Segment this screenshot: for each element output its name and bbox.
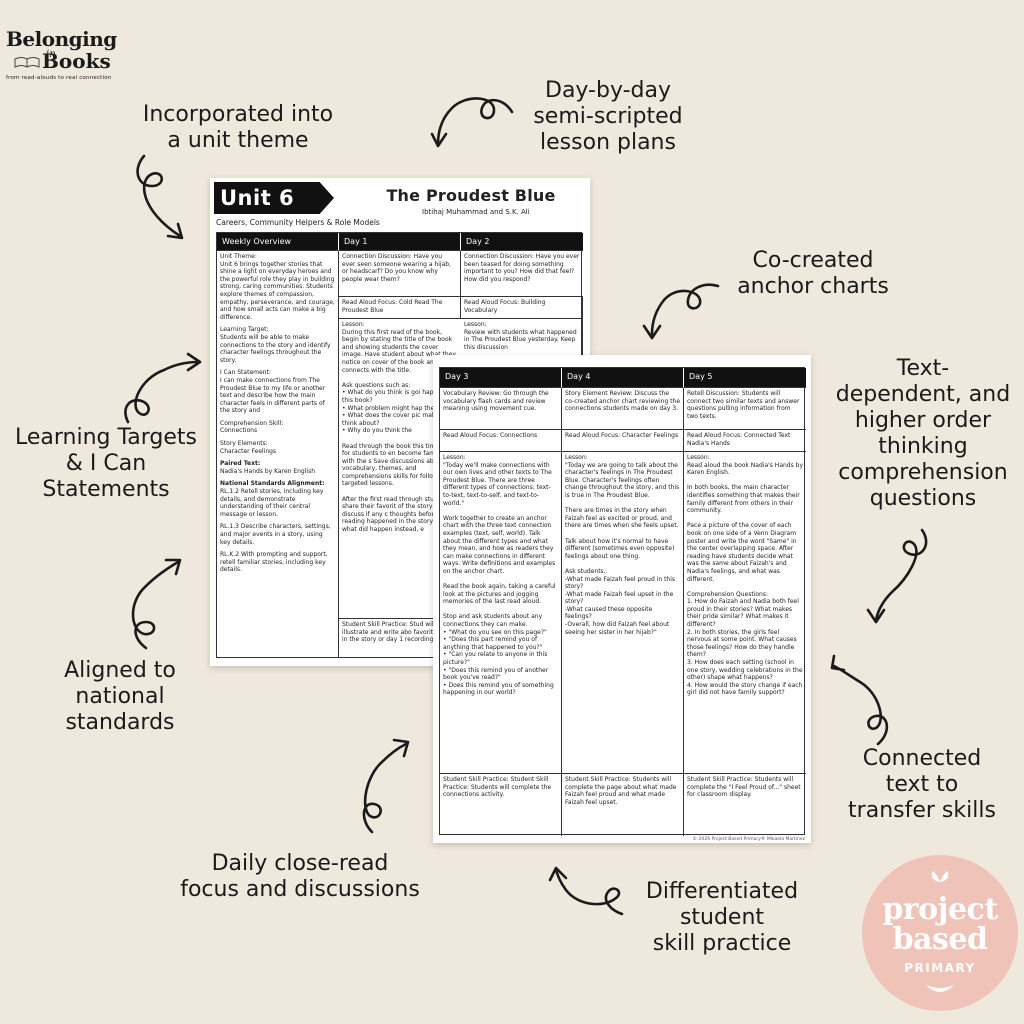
overview-label: Unit Theme:: [220, 253, 257, 260]
badge-word-based: based: [892, 922, 988, 957]
arrow-icon: [131, 558, 182, 650]
overview-text: RL.K.2 With prompting and support, retel…: [220, 551, 328, 574]
callout-learning-targets: Learning Targets & I Can Statements: [14, 425, 198, 502]
logo-tagline: from read-alouds to real connection: [6, 75, 112, 81]
overview-text: RL.1.3 Describe characters, settings, an…: [220, 523, 331, 546]
header-day-2: Day 2: [461, 233, 583, 251]
weekly-overview-column: Unit Theme:Unit 6 brings together storie…: [217, 251, 339, 657]
arrow-icon: [124, 352, 202, 424]
day1-connection: Connection Discussion: Have you ever see…: [339, 251, 461, 297]
overview-label: I Can Statement:: [220, 369, 271, 377]
callout-standards: Aligned to national standards: [64, 658, 176, 735]
header-weekly-overview: Weekly Overview: [217, 233, 339, 251]
day1-focus: Read Aloud Focus: Cold Read The Proudest…: [339, 297, 461, 319]
arrow-icon: [548, 866, 624, 916]
callout-close-read: Daily close-read focus and discussions: [180, 851, 420, 902]
leaf-icon: [931, 871, 949, 882]
overview-label: Story Elements:: [220, 440, 268, 448]
overview-text: RL.1.2 Retell stories, including key det…: [220, 488, 324, 518]
callout-differentiated: Differentiated student skill practice: [645, 879, 799, 956]
smile-icon: [926, 985, 954, 992]
day2-connection: Connection Discussion: Have you ever bee…: [461, 251, 583, 297]
project-based-primary-badge: project based PRIMARY: [862, 855, 1018, 1011]
unit-subtitle: Careers, Community Helpers & Role Models: [216, 218, 380, 227]
day4-lesson: Lesson: "Today we are going to talk abou…: [562, 452, 684, 774]
day3-review: Vocabulary Review: Go through the vocabu…: [440, 388, 562, 430]
badge-word-project: project: [882, 892, 998, 927]
overview-text: Character Feelings: [220, 447, 277, 455]
header-day-4: Day 4: [562, 368, 684, 388]
arrow-icon: [830, 654, 889, 746]
header-day-1: Day 1: [339, 233, 461, 251]
day5-review: Retell Discussion: Students will connect…: [684, 388, 806, 430]
book-authors: Ibtihaj Muhammad and S.K. Ali: [422, 208, 530, 216]
overview-text: Connections: [220, 427, 258, 435]
header-day-5: Day 5: [684, 368, 806, 388]
day5-practice: Student Skill Practice: Students will co…: [687, 776, 801, 799]
logo-line2: in Books: [6, 49, 156, 73]
logo-in: in: [46, 49, 56, 60]
open-book-icon: [14, 57, 40, 68]
day5-lesson: Lesson: Read aloud the book Nadia's Hand…: [684, 452, 806, 774]
day1-lesson: Lesson: During this first read of the bo…: [339, 319, 461, 619]
day4-review: Story Element Review: Discuss the co-cre…: [562, 388, 684, 430]
arrow-icon: [642, 283, 720, 340]
day3-practice: Student Skill Practice: Student Skill Pr…: [440, 774, 562, 836]
day3-focus: Read Aloud Focus: Connections: [440, 430, 562, 452]
overview-label: Learning Target:: [220, 326, 269, 334]
daily-plan-table: Day 3 Day 4 Day 5 Vocabulary Review: Go …: [439, 367, 806, 836]
arrow-icon: [136, 154, 184, 240]
overview-text: I can make connections from The Proudest…: [220, 376, 326, 415]
unit-banner: Unit 6: [214, 182, 334, 214]
arrow-icon: [430, 97, 514, 148]
overview-text: Nadia's Hands by Karen English: [220, 467, 316, 475]
overview-label: Paired Text:: [220, 460, 261, 468]
day5-focus: Read Aloud Focus: Connected Text Nadia's…: [684, 430, 806, 452]
overview-label: National Standards Alignment:: [220, 480, 325, 488]
header-day-3: Day 3: [440, 368, 562, 388]
day3-lesson: Lesson: "Today we'll make connections wi…: [440, 452, 562, 774]
copyright: © 2026 Project Based Primary® Mikaela Ma…: [692, 837, 805, 842]
overview-text: Unit 6 brings together stories that shin…: [220, 260, 335, 321]
lesson-plan-page-2: Day 3 Day 4 Day 5 Vocabulary Review: Go …: [433, 355, 811, 843]
overview-label: Comprehension Skill:: [220, 419, 284, 427]
book-title: The Proudest Blue: [386, 186, 556, 205]
callout-connected-text: Connected text to transfer skills: [848, 746, 996, 823]
belonging-in-books-logo: Belonging in Books from read-alouds to r…: [6, 28, 156, 81]
arrow-icon: [866, 528, 928, 624]
logo-books: Books: [42, 49, 111, 73]
callout-anchor-charts: Co-created anchor charts: [737, 248, 889, 299]
day4-focus: Read Aloud Focus: Character Feelings: [562, 430, 684, 452]
overview-text: Students will be able to make connection…: [220, 333, 331, 364]
day2-focus: Read Aloud Focus: Building Vocabulary: [461, 297, 583, 319]
badge-word-primary: PRIMARY: [904, 961, 976, 975]
callout-text-dependent: Text- dependent, and higher order thinki…: [835, 356, 1011, 511]
arrow-icon: [362, 738, 410, 834]
day4-practice: Student Skill Practice: Students will co…: [562, 774, 684, 836]
callout-unit-theme: Incorporated into a unit theme: [142, 102, 334, 153]
callout-lesson-plans: Day-by-day semi-scripted lesson plans: [533, 78, 683, 155]
logo-line1: Belonging: [6, 27, 117, 51]
